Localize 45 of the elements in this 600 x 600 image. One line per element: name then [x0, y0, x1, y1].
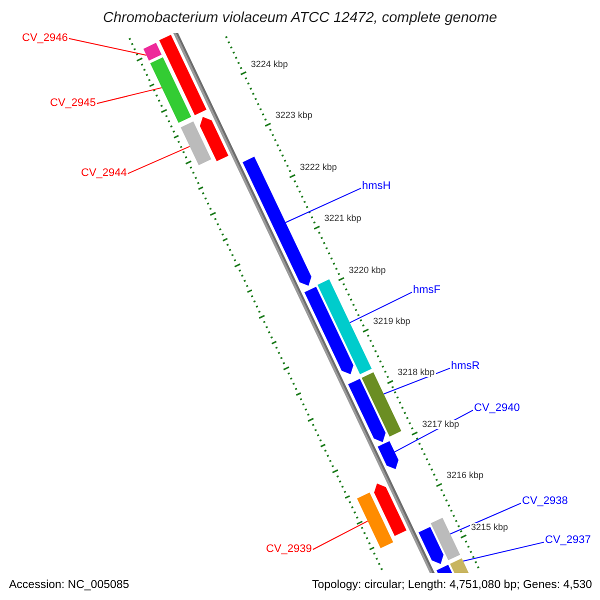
gene-label: CV_2946 — [22, 32, 68, 44]
gene-segment — [374, 484, 406, 536]
gene-label: CV_2939 — [266, 544, 312, 554]
gene-segment — [357, 492, 394, 548]
gene-label: CV_2938 — [522, 496, 568, 506]
gene-label: CV_2940 — [474, 402, 520, 414]
gene-segment — [378, 441, 398, 470]
genome-info-text: Topology: circular; Length: 4,751,080 bp; Genes: 4,530 — [312, 580, 592, 592]
gene-segment — [348, 378, 386, 442]
gene-label: hmsH — [362, 180, 391, 192]
gene-segment — [418, 526, 444, 564]
gene-segment — [450, 558, 469, 573]
gene-segment — [159, 34, 206, 116]
scale-label: 3221 kbp — [323, 214, 362, 224]
scale-label: 3219 kbp — [372, 317, 412, 326]
leader-line — [349, 292, 412, 324]
gene-segment — [143, 42, 162, 61]
scale-label: 3216 kbp — [446, 471, 485, 480]
accession-text: Accession: NC_005085 — [9, 580, 130, 592]
scale-label: 3220 kbp — [348, 266, 387, 275]
leader-line — [312, 520, 368, 550]
gene-segment — [318, 279, 372, 374]
scale-label: 3223 kbp — [274, 111, 314, 120]
leader-line — [285, 188, 362, 223]
gene-segment — [200, 116, 228, 162]
gene-segment — [180, 121, 212, 166]
leader-line — [96, 87, 162, 104]
gene-label: CV_2937 — [545, 534, 591, 546]
gene-segment — [150, 57, 192, 123]
gene-label: CV_2945 — [50, 98, 96, 108]
gene-segment — [436, 564, 452, 573]
leader-line — [127, 146, 190, 174]
leader-line — [450, 502, 522, 534]
title: Chromobacterium violaceum ATCC 12472, complete genome — [103, 10, 498, 25]
gene-segment — [304, 286, 354, 374]
scale-label: 3217 kbp — [421, 420, 460, 429]
gene-label: CV_2944 — [81, 168, 127, 178]
scale-label: 3215 kbp — [470, 522, 510, 532]
scale-label: 3224 kbp — [250, 60, 289, 69]
gene-label: hmsR — [451, 360, 480, 372]
gene-label: hmsF — [413, 284, 440, 296]
leader-line — [68, 38, 147, 56]
scale-label: 3222 kbp — [298, 162, 338, 172]
gene-segment — [430, 518, 460, 560]
scale-label: 3218 kbp — [396, 368, 436, 378]
